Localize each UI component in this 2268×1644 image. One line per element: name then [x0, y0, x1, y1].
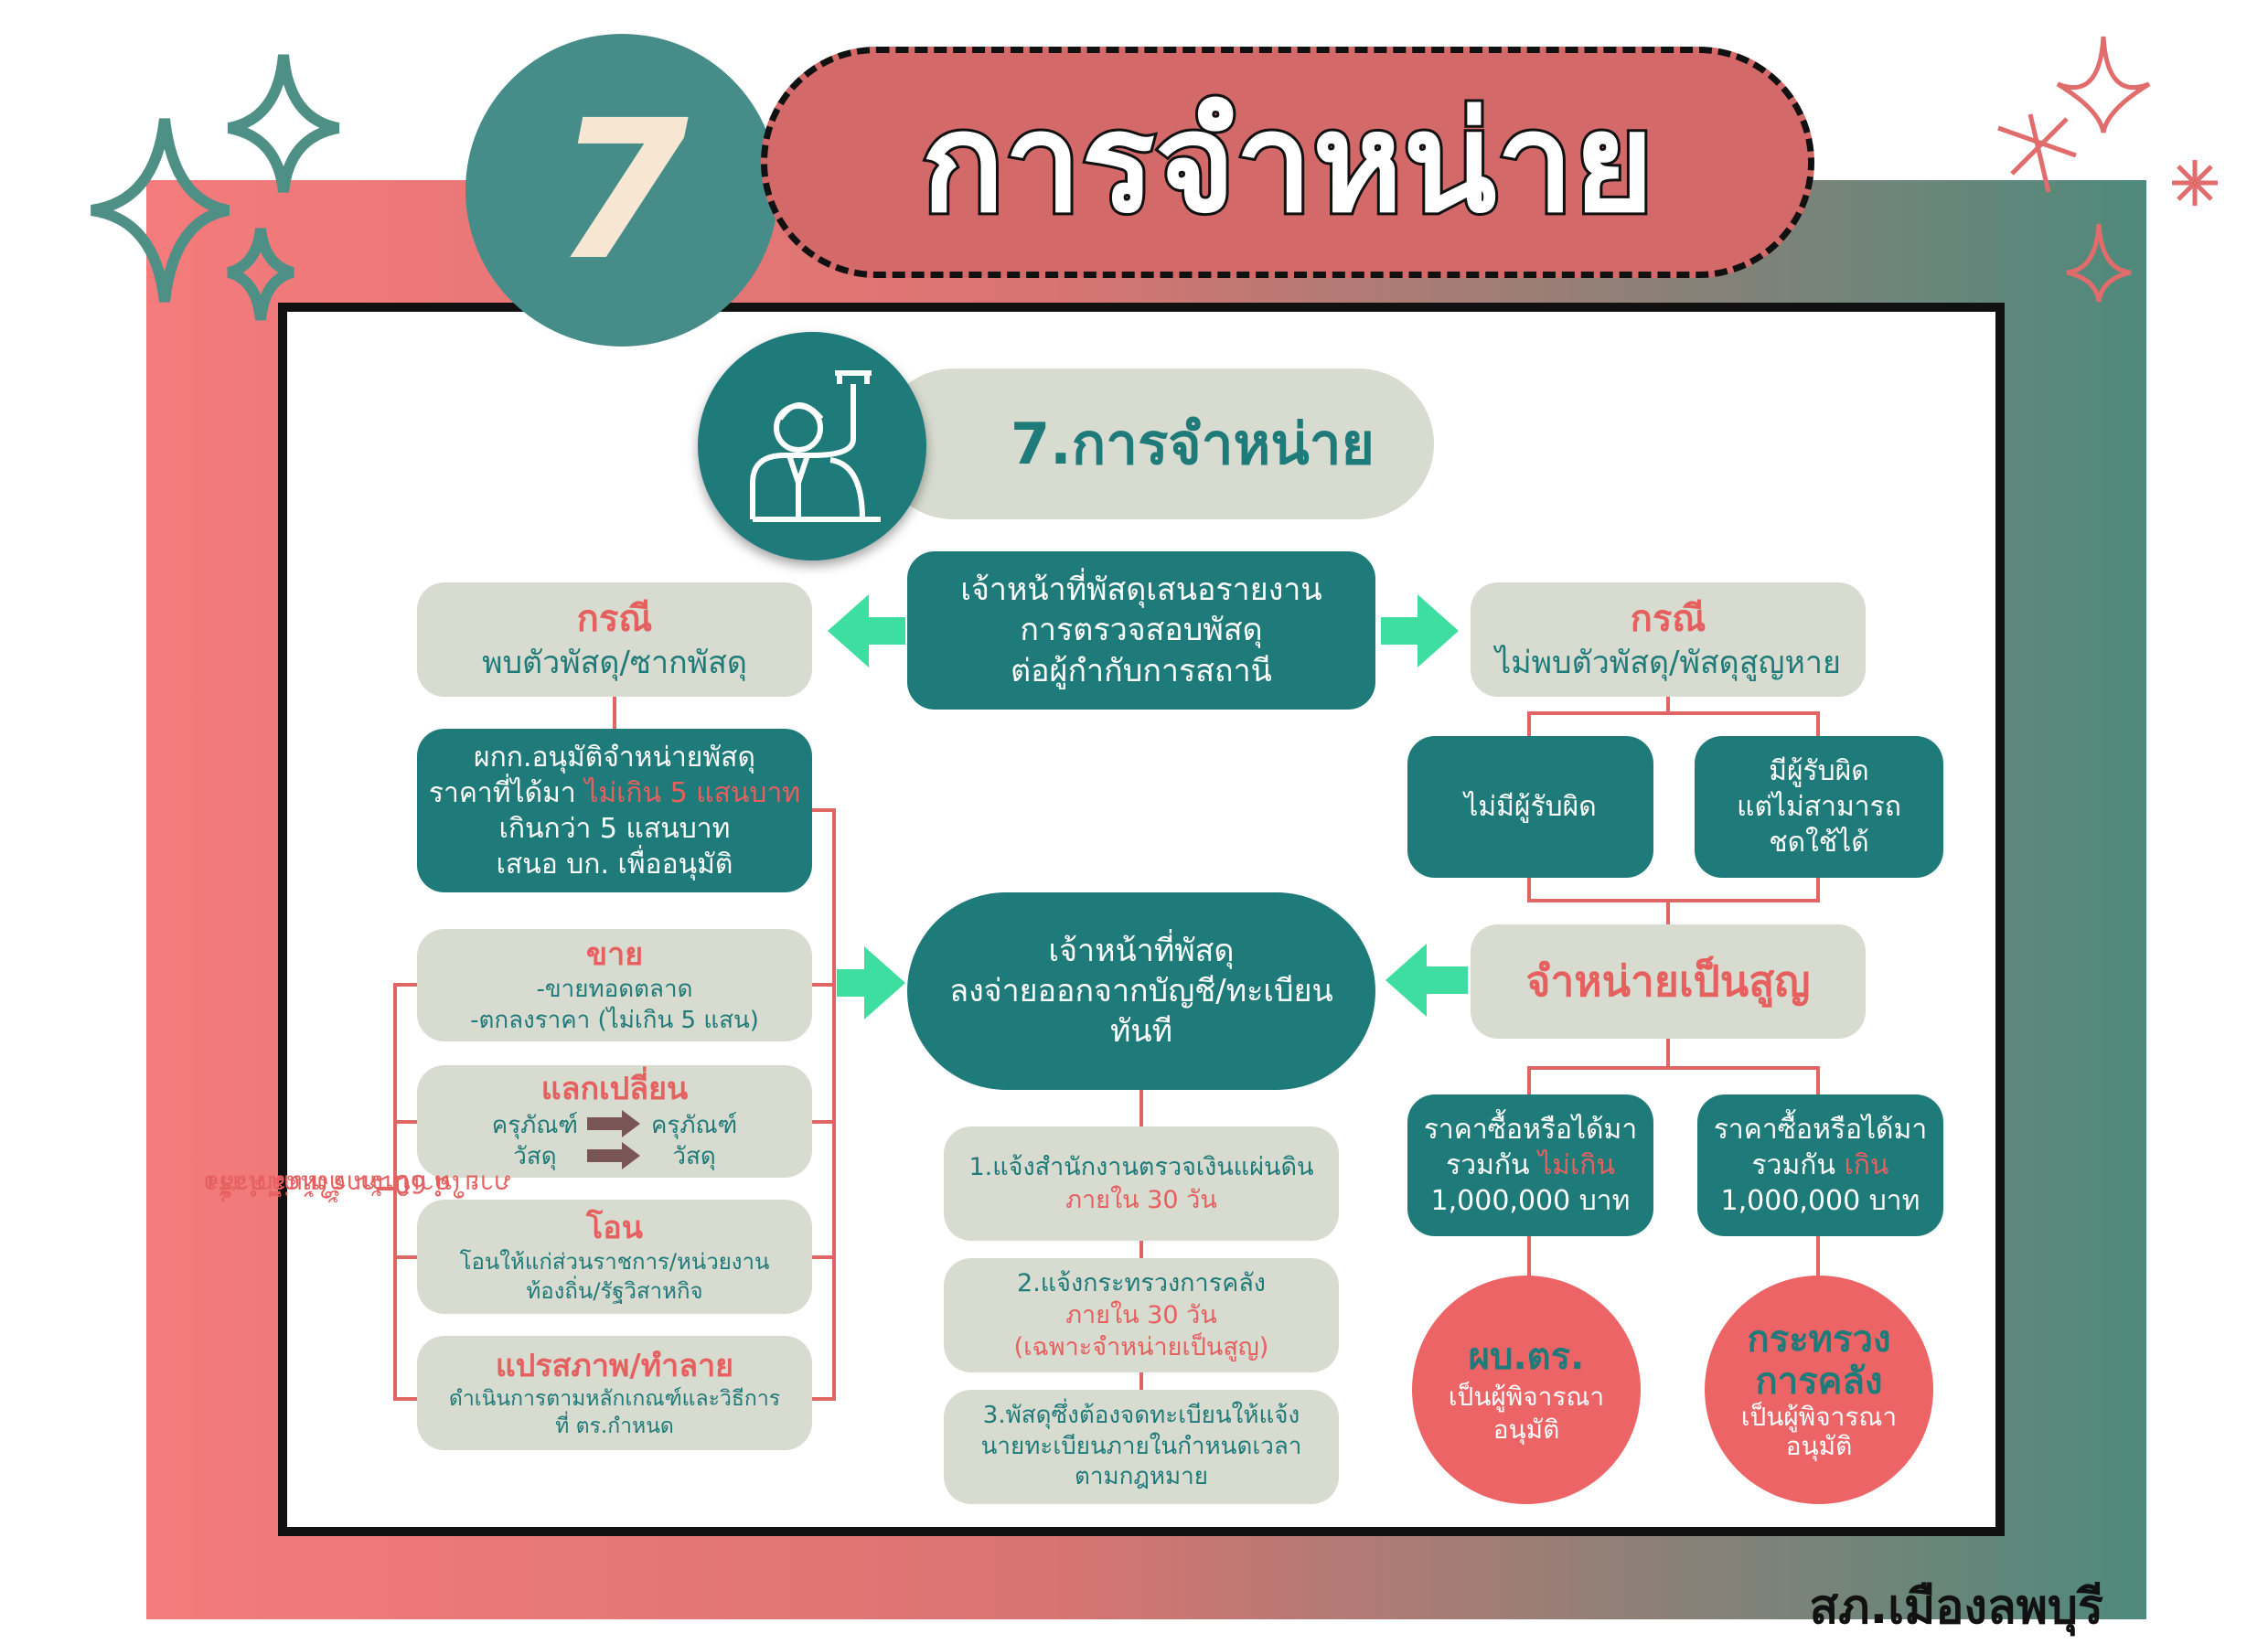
- step-note: ภายใน 30 วัน: [1065, 1300, 1217, 1329]
- step-box: 1.แจ้งสำนักงานตรวจเงินแผ่นดิน ภายใน 30 ว…: [944, 1126, 1339, 1241]
- price-condition: เกิน: [1844, 1149, 1889, 1181]
- step-text: ตามกฎหมาย: [1075, 1463, 1208, 1491]
- section-title: 7.การจำหน่าย: [1011, 410, 1375, 477]
- approver-line: เป็นผู้พิจารณา: [1448, 1381, 1605, 1412]
- method-title: โอน: [586, 1210, 643, 1247]
- report-line: เจ้าหน้าที่พัสดุเสนอรายงาน: [960, 571, 1322, 609]
- approval-line: ราคาที่ได้มา: [428, 776, 585, 809]
- exchange-to: วัสดุ: [672, 1142, 716, 1170]
- approver-title: การคลัง: [1755, 1360, 1883, 1403]
- approver-line: อนุมัติ: [1785, 1431, 1853, 1461]
- record-line: ลงจ่ายออกจากบัญชี/ทะเบียน: [949, 972, 1333, 1009]
- approver-circle: กระทรวง การคลัง เป็นผู้พิจารณา อนุมัติ: [1705, 1276, 1933, 1504]
- arrow-right-icon: [587, 1109, 640, 1169]
- approver-line: เป็นผู้พิจารณา: [1740, 1401, 1898, 1432]
- method-line: ดำเนินการตามหลักเกณฑ์และวิธีการ: [448, 1386, 781, 1411]
- step-box: 2.แจ้งกระทรวงการคลัง ภายใน 30 วัน (เฉพาะ…: [944, 1258, 1339, 1372]
- responsibility-line: ไม่มีผู้รับผิด: [1464, 791, 1597, 823]
- sparkle-icon: [90, 54, 340, 321]
- step-text: นายทะเบียนภายในกำหนดเวลา: [980, 1432, 1302, 1460]
- method-title: ขาย: [585, 935, 644, 973]
- approval-box: ผกก.อนุมัติจำหน่ายพัสดุ ราคาที่ได้มา ไม่…: [417, 729, 812, 892]
- no-liable-box: ไม่มีผู้รับผิด: [1407, 736, 1653, 878]
- report-box: เจ้าหน้าที่พัสดุเสนอรายงาน การตรวจสอบพัส…: [907, 551, 1375, 710]
- approver-title: กระทรวง: [1747, 1318, 1891, 1361]
- price-line: รวมกัน: [1751, 1149, 1845, 1181]
- responsibility-line: ชดใช้ได้: [1769, 827, 1869, 859]
- exchange-to: ครุภัณฑ์: [651, 1111, 738, 1139]
- price-box: ราคาซื้อหรือได้มา รวมกัน เกิน 1,000,000 …: [1697, 1094, 1943, 1236]
- price-amount: 1,000,000 บาท: [1430, 1185, 1631, 1217]
- step-note: ภายใน 30 วัน: [1065, 1185, 1217, 1214]
- approval-limit: ไม่เกิน 5 แสนบาท: [584, 776, 801, 809]
- arrow-left-icon: [1385, 944, 1468, 1017]
- exchange-from: ครุภัณฑ์: [491, 1111, 578, 1139]
- method-transfer: โอน โอนให้แก่ส่วนราชการ/หน่วยงาน ท้องถิ่…: [417, 1200, 812, 1314]
- arrow-right-icon: [837, 946, 905, 1019]
- method-title: แลกเปลี่ยน: [540, 1071, 689, 1108]
- case-label: กรณี: [576, 598, 653, 641]
- method-exchange: แลกเปลี่ยน ครุภัณฑ์วัสดุ ครุภัณฑ์วัสดุ: [417, 1065, 812, 1178]
- deadline-note: ดำเนินการให้แล้วเสร็จภายใน 60 วัน ตั้งแต…: [203, 1033, 511, 1335]
- approver-line: อนุมัติ: [1492, 1414, 1560, 1445]
- case-not-found-box: กรณี ไม่พบตัวพัสดุ/พัสดุสูญหาย: [1471, 582, 1866, 697]
- price-amount: 1,000,000 บาท: [1720, 1185, 1920, 1217]
- approver-title: ผบ.ตร.: [1468, 1335, 1585, 1378]
- case-found-box: กรณี พบตัวพัสดุ/ซากพัสดุ: [417, 582, 812, 697]
- step-number-badge: 7: [465, 34, 778, 347]
- price-line: ราคาซื้อหรือได้มา: [1423, 1114, 1638, 1146]
- price-line: รวมกัน: [1446, 1149, 1539, 1181]
- step-note: (เฉพาะจำหน่ายเป็นสูญ): [1013, 1333, 1269, 1362]
- method-line: -ขายทอดตลาด: [536, 975, 693, 1003]
- approver-circle: ผบ.ตร. เป็นผู้พิจารณา อนุมัติ: [1412, 1276, 1641, 1504]
- approval-line: เสนอ บก. เพื่ออนุมัติ: [496, 848, 733, 881]
- responsibility-line: มีผู้รับผิด: [1769, 755, 1869, 787]
- step-text: 1.แจ้งสำนักงานตรวจเงินแผ่นดิน: [968, 1153, 1314, 1182]
- method-sell: ขาย -ขายทอดตลาด -ตกลงราคา (ไม่เกิน 5 แสน…: [417, 929, 812, 1041]
- write-off-label: จำหน่ายเป็นสูญ: [1525, 955, 1811, 1006]
- method-line: -ตกลงราคา (ไม่เกิน 5 แสน): [470, 1006, 759, 1034]
- footer-station: สภ.เมืองลพบุรี: [1809, 1580, 2103, 1635]
- step-box: 3.พัสดุซึ่งต้องจดทะเบียนให้แจ้ง นายทะเบี…: [944, 1390, 1339, 1504]
- record-line: เจ้าหน้าที่พัสดุ: [1048, 932, 1235, 969]
- star-icon: [1997, 36, 2218, 303]
- liable-unable-box: มีผู้รับผิด แต่ไม่สามารถ ชดใช้ได้: [1695, 736, 1943, 878]
- method-line: โอนให้แก่ส่วนราชการ/หน่วยงาน: [459, 1249, 770, 1276]
- exchange-from: วัสดุ: [513, 1142, 557, 1170]
- case-label: กรณี: [1630, 598, 1706, 641]
- officer-icon: [698, 332, 926, 560]
- case-text: พบตัวพัสดุ/ซากพัสดุ: [482, 645, 747, 682]
- responsibility-line: แต่ไม่สามารถ: [1737, 791, 1901, 823]
- section-title-pill: 7.การจำหน่าย: [878, 368, 1434, 519]
- price-condition: ไม่เกิน: [1538, 1149, 1615, 1181]
- write-off-box: จำหน่ายเป็นสูญ: [1471, 924, 1866, 1039]
- method-destroy: แปรสภาพ/ทำลาย ดำเนินการตามหลักเกณฑ์และวิ…: [417, 1336, 812, 1450]
- report-line: การตรวจสอบพัสดุ: [1020, 612, 1263, 649]
- approval-line: เกินกว่า 5 แสนบาท: [498, 812, 731, 845]
- page-title: การจำหน่าย: [761, 47, 1814, 278]
- case-text: ไม่พบตัวพัสดุ/พัสดุสูญหาย: [1495, 645, 1841, 682]
- method-line: ท้องถิ่น/รัฐวิสาหกิจ: [526, 1277, 703, 1304]
- price-line: ราคาซื้อหรือได้มา: [1713, 1114, 1928, 1146]
- price-box: ราคาซื้อหรือได้มา รวมกัน ไม่เกิน 1,000,0…: [1407, 1094, 1653, 1236]
- deadline-line: ภายใน 60 วัน ตั้งแต่มีคำสั่ง: [207, 1169, 511, 1200]
- approval-line: ผกก.อนุมัติจำหน่ายพัสดุ: [474, 741, 755, 774]
- report-line: ต่อผู้กำกับการสถานี: [1011, 652, 1272, 689]
- step-text: 2.แจ้งกระทรวงการคลัง: [1017, 1268, 1266, 1297]
- arrow-left-icon: [828, 594, 905, 667]
- arrow-right-icon: [1381, 594, 1459, 667]
- method-line: ที่ ตร.กำหนด: [555, 1414, 674, 1438]
- record-line: ทันที: [1109, 1013, 1173, 1051]
- write-off-record-box: เจ้าหน้าที่พัสดุ ลงจ่ายออกจากบัญชี/ทะเบี…: [907, 892, 1375, 1090]
- step-text: 3.พัสดุซึ่งต้องจดทะเบียนให้แจ้ง: [982, 1401, 1300, 1429]
- method-title: แปรสภาพ/ทำลาย: [495, 1347, 734, 1384]
